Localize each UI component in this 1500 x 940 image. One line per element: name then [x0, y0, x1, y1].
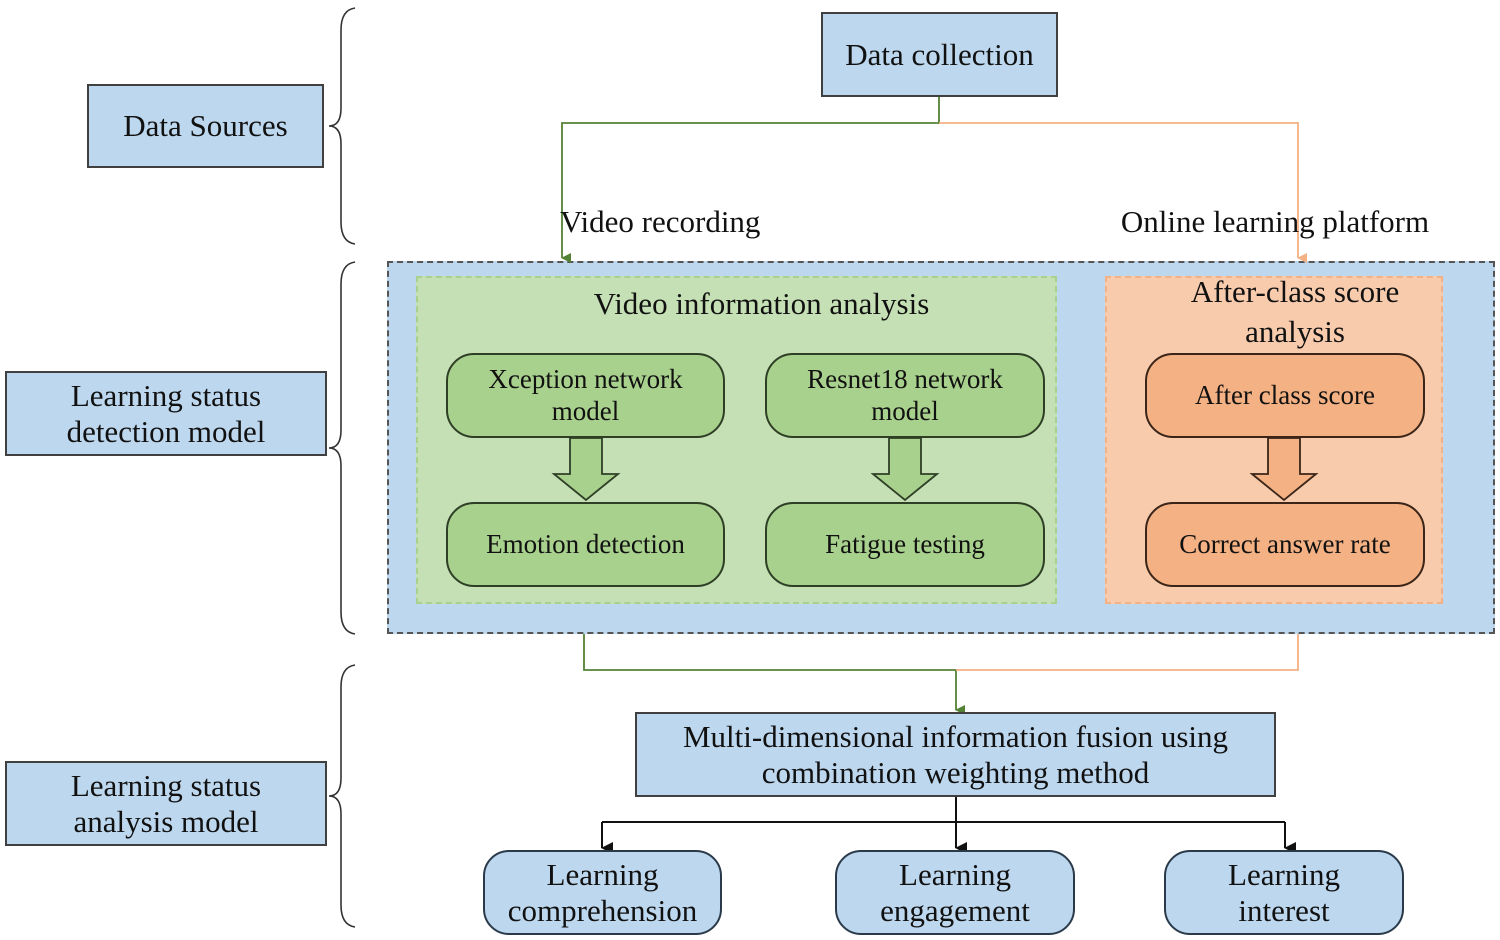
learning-engagement-text: Learning engagement — [880, 856, 1030, 928]
after-class-score-text: After class score — [1195, 379, 1375, 410]
xception-model-text: Xception network model — [488, 364, 683, 426]
learning-engagement-node: Learning engagement — [835, 850, 1075, 935]
emotion-detection-node: Emotion detection — [446, 502, 725, 587]
learning-interest-text: Learning interest — [1228, 856, 1340, 928]
fatigue-testing-text: Fatigue testing — [825, 528, 985, 559]
after-class-score-node: After class score — [1145, 353, 1425, 438]
layer-braces — [328, 7, 356, 928]
learning-interest-node: Learning interest — [1164, 850, 1404, 935]
block-arrow-score — [1249, 437, 1319, 502]
green-connector-top — [561, 96, 940, 263]
correct-answer-rate-node: Correct answer rate — [1145, 502, 1425, 587]
outcome-connector — [601, 796, 1286, 848]
video-analysis-title: Video information analysis — [593, 286, 930, 321]
learning-comprehension-text: Learning comprehension — [507, 856, 698, 928]
label-detection-model: Learning status detection model — [5, 371, 327, 456]
orange-connector-bottom — [956, 634, 1299, 671]
label-data-sources-text: Data Sources — [123, 108, 288, 144]
resnet-model-text: Resnet18 network model — [807, 364, 1003, 426]
resnet-model-node: Resnet18 network model — [765, 353, 1045, 438]
block-arrow-xception — [551, 437, 621, 502]
brace-data-sources — [328, 7, 356, 245]
label-analysis-model: Learning status analysis model — [5, 761, 327, 846]
data-collection-text: Data collection — [845, 36, 1034, 72]
data-collection-node: Data collection — [821, 12, 1058, 97]
fatigue-testing-node: Fatigue testing — [765, 502, 1045, 587]
fusion-text: Multi-dimensional information fusion usi… — [682, 718, 1229, 790]
label-data-sources: Data Sources — [87, 84, 324, 168]
video-recording-label: Video recording — [560, 204, 761, 239]
brace-analysis — [328, 664, 356, 928]
block-arrow-resnet — [870, 437, 940, 502]
brace-detection — [328, 261, 356, 635]
fusion-node: Multi-dimensional information fusion usi… — [635, 712, 1276, 797]
learning-comprehension-node: Learning comprehension — [483, 850, 722, 935]
correct-answer-rate-text: Correct answer rate — [1179, 528, 1391, 559]
online-platform-label: Online learning platform — [1120, 204, 1430, 239]
label-analysis-model-text: Learning status analysis model — [70, 767, 262, 839]
xception-model-node: Xception network model — [446, 353, 725, 438]
orange-connector-top — [939, 122, 1307, 263]
score-analysis-title: After-class score analysis — [1190, 274, 1400, 350]
green-connector-bottom — [583, 634, 965, 715]
emotion-detection-text: Emotion detection — [486, 528, 685, 559]
label-detection-model-text: Learning status detection model — [66, 377, 266, 449]
